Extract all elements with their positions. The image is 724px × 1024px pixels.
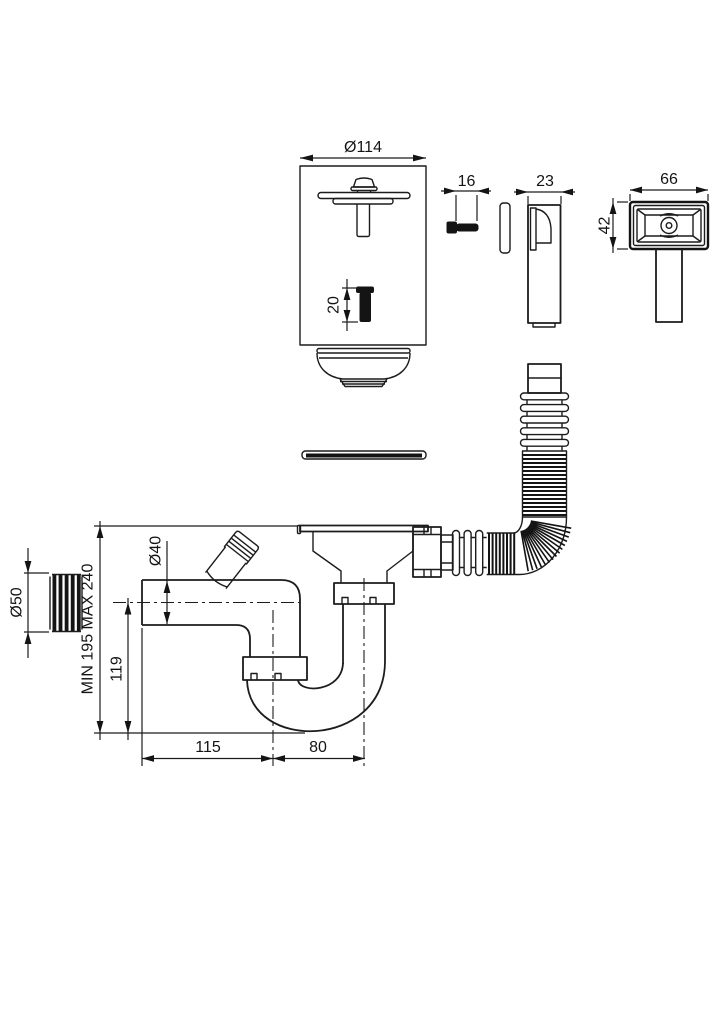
dimension-installation-height: MIN 195 MAX 240 <box>80 521 305 740</box>
dimension-horizontal-offsets: 115 80 <box>141 628 365 766</box>
dimension-overflow-depth: 23 <box>514 173 575 204</box>
overflow-gasket-plate <box>499 202 511 254</box>
dim-label-115: 115 <box>195 739 221 756</box>
wall-connector <box>49 573 83 633</box>
dimension-overflow-width: 66 <box>629 171 709 201</box>
dimension-pipe-diameter: Ø40 <box>148 536 171 624</box>
overflow-elbow-side-view <box>527 204 562 328</box>
strainer-bowl <box>316 347 411 388</box>
dim-label-16: 16 <box>458 173 476 190</box>
p-trap <box>141 530 386 732</box>
dimension-plug-screw-length: 20 <box>326 279 358 331</box>
overflow-screw <box>446 221 479 234</box>
dim-label-119: 119 <box>109 656 126 682</box>
dim-label-23: 23 <box>536 173 554 190</box>
overflow-front-view <box>628 200 710 323</box>
strainer-plug-assembly <box>299 165 427 346</box>
dim-label-42: 42 <box>597 217 614 235</box>
dim-label-66: 66 <box>660 171 678 188</box>
dimension-strainer-diameter: Ø114 <box>300 139 426 162</box>
dim-label-min-max: MIN 195 MAX 240 <box>80 564 97 695</box>
strainer-body <box>296 524 442 664</box>
dimension-trap-depth: 119 <box>109 598 132 740</box>
plug-screw <box>356 286 374 322</box>
dimension-overflow-screw: 16 <box>441 173 491 221</box>
dimension-wall-outlet-diameter: Ø50 <box>9 548 49 658</box>
dim-label-50: Ø50 <box>9 587 26 617</box>
strainer-gasket <box>301 450 427 460</box>
flexible-hose <box>440 363 572 577</box>
dim-label-20: 20 <box>326 296 343 314</box>
centerlines <box>113 578 365 766</box>
dim-label-114: Ø114 <box>344 139 382 156</box>
dimension-overflow-height: 42 <box>597 198 628 253</box>
dim-label-80: 80 <box>309 739 327 756</box>
dim-label-40: Ø40 <box>148 536 165 566</box>
